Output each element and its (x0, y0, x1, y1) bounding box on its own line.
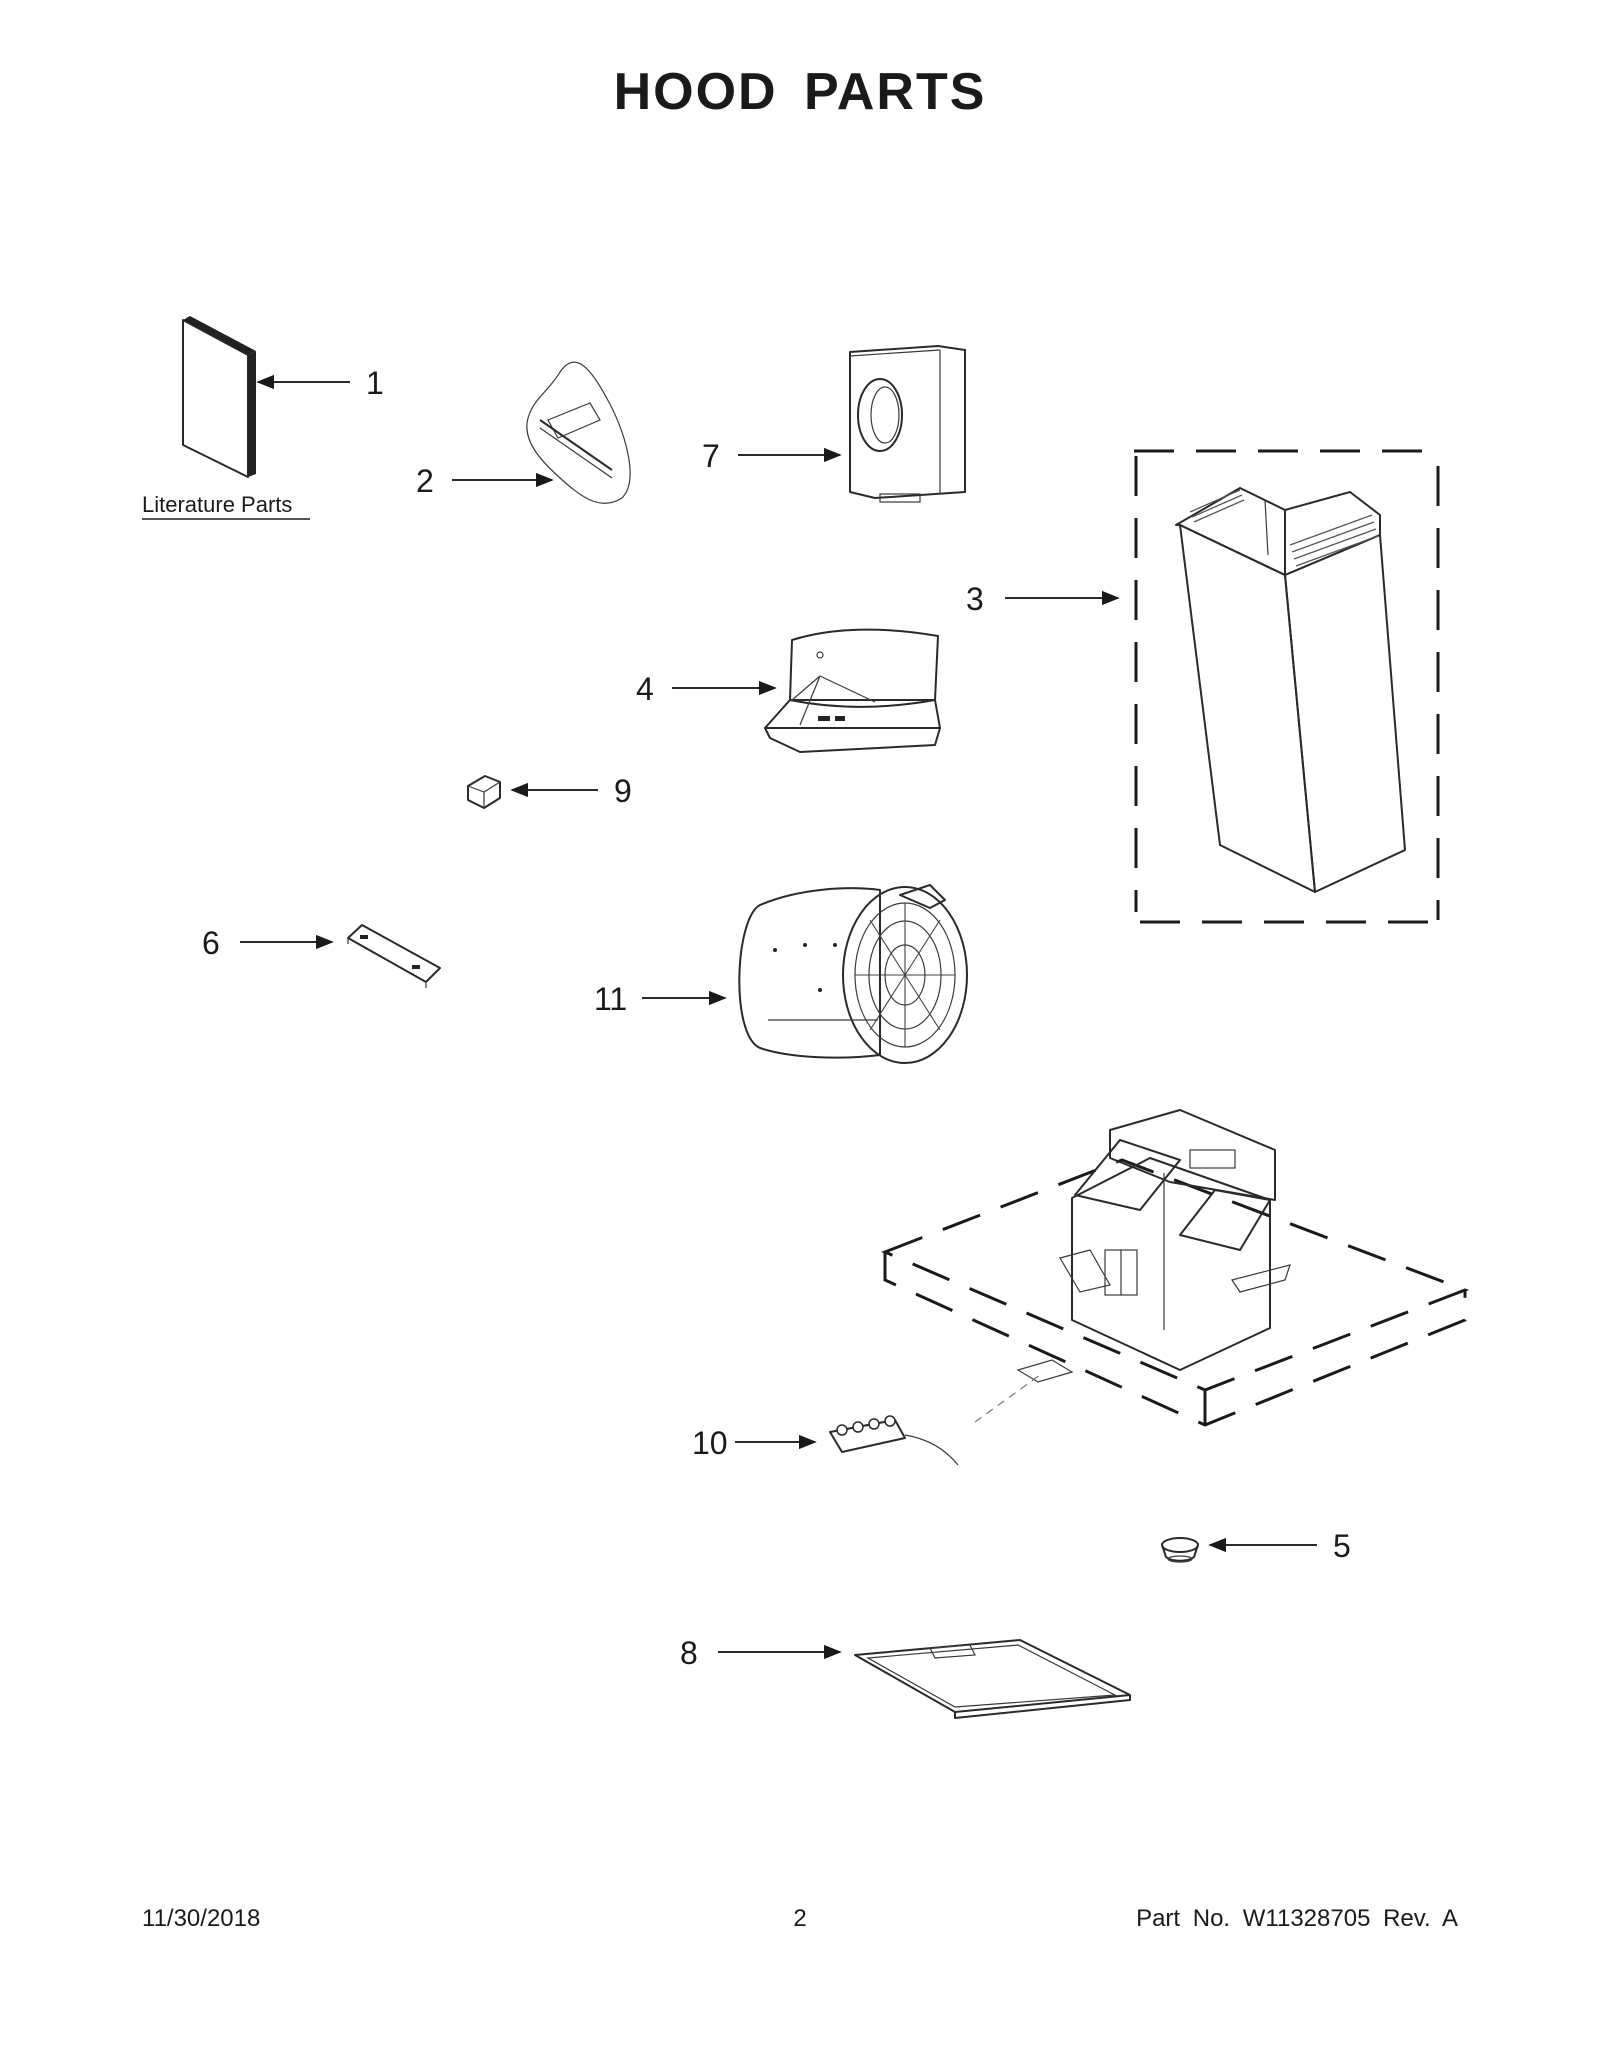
part-8-grease-filter[interactable] (854, 1639, 1131, 1719)
part-1-literature-booklet[interactable] (182, 316, 256, 478)
callout-2[interactable]: 2 (416, 463, 434, 499)
part-11-blower-assembly[interactable] (738, 884, 968, 1064)
part-2-bracket-kit[interactable] (526, 361, 631, 504)
callout-8[interactable]: 8 (680, 1635, 698, 1671)
part-4-transition-housing[interactable] (764, 628, 941, 753)
part-9-junction-box[interactable] (467, 775, 501, 809)
callout-4[interactable]: 4 (636, 671, 654, 707)
literature-parts-label: Literature Parts (142, 492, 292, 517)
part-3-chimney-cover[interactable] (1134, 449, 1440, 924)
callout-6[interactable]: 6 (202, 925, 220, 961)
footer-date: 11/30/2018 (142, 1905, 261, 1932)
callout-3[interactable]: 3 (966, 581, 984, 617)
footer-page-number: 2 (793, 1905, 807, 1932)
part-5-light-lens[interactable] (1161, 1537, 1199, 1563)
callout-11[interactable]: 11 (594, 981, 627, 1017)
callout-10[interactable]: 10 (692, 1425, 728, 1461)
callout-7[interactable]: 7 (702, 438, 720, 474)
part-10-control-board[interactable] (829, 1415, 959, 1466)
page-title: HOOD PARTS (613, 63, 987, 121)
callout-9[interactable]: 9 (614, 773, 632, 809)
part-7-duct-cover-box[interactable] (849, 345, 966, 503)
callout-1[interactable]: 1 (366, 365, 384, 401)
hood-canopy-assembly (881, 1109, 1470, 1427)
footer-part-number: Part No. W11328705 Rev. A (1136, 1905, 1458, 1932)
part-6-driver-module[interactable] (347, 924, 441, 988)
callout-5[interactable]: 5 (1333, 1528, 1351, 1564)
